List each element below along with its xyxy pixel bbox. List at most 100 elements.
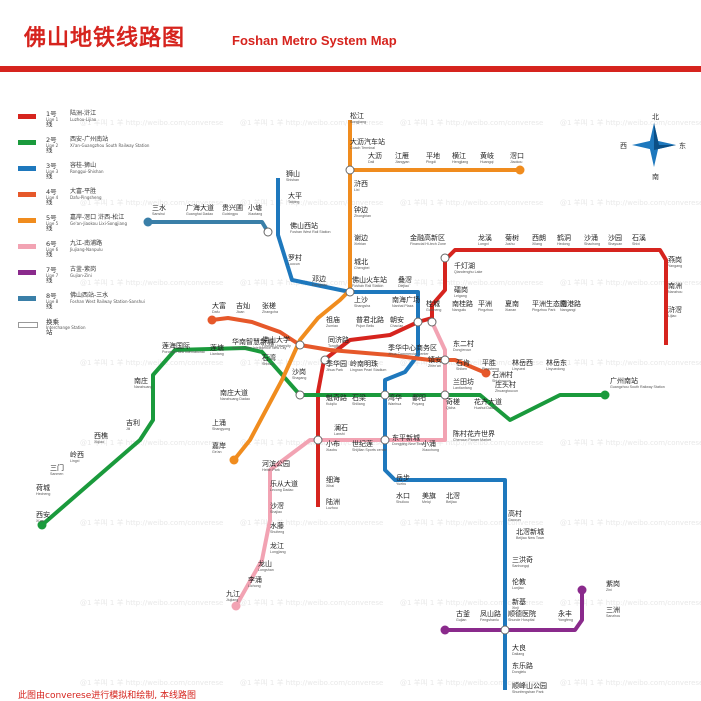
station-label[interactable]: 广海大道Guanghai Dadao	[186, 203, 214, 216]
station-label[interactable]: 石湾Shiwan	[262, 353, 276, 366]
station-label[interactable]: 吉利Jili	[126, 418, 140, 431]
station-label[interactable]: 叠滘Diejiao	[398, 275, 412, 288]
station-label[interactable]: 西安Xi'an	[36, 510, 50, 523]
station-label[interactable]: 新基Xinji	[512, 597, 526, 610]
station-label[interactable]: 庄头村Zhuangtoucun	[495, 380, 518, 393]
station-label[interactable]: 三门Sanmen	[50, 463, 64, 476]
station-label[interactable]: 西朗Xilang	[532, 233, 546, 246]
station-label[interactable]: 朝安Chao'an	[390, 315, 404, 328]
station-label[interactable]: 佛山大学Foshan University	[262, 335, 291, 348]
station-label[interactable]: 小涌Xiaochong	[422, 439, 439, 452]
station-label[interactable]: 吉灿Jican	[236, 301, 250, 314]
station-label[interactable]: 钟边Zhongbian	[354, 205, 371, 218]
station-label[interactable]: 水藤Shuiteng	[270, 521, 284, 534]
station-label[interactable]: 江雁Jiangyan	[395, 152, 409, 164]
station-label[interactable]: 同济路Tongjilu	[328, 335, 349, 348]
station-label[interactable]: 沙滘Shajiao	[270, 501, 284, 514]
station-label[interactable]: 季华园Jihua Park	[326, 359, 347, 372]
station-label[interactable]: 石洲村Shizhoucun	[492, 370, 513, 383]
station-label[interactable]: 花卉大道Huahui Dadao	[474, 397, 502, 410]
station-label[interactable]: 林岳西Linyuexi	[512, 358, 533, 371]
station-label[interactable]: 顺德医院Shunde Hospital	[508, 609, 536, 622]
station-label[interactable]: 沙涌Shachong	[584, 233, 600, 246]
station-label[interactable]: 永丰Yongfeng	[558, 609, 573, 622]
station-label[interactable]: 平洲Pingzhou	[478, 300, 493, 312]
station-label[interactable]: 千灯湖Qiandenghu Lake	[454, 261, 482, 274]
station-label[interactable]: 浒西Lixi	[354, 179, 368, 192]
station-label[interactable]: 莲塘Liantang	[210, 343, 224, 356]
station-label[interactable]: 南洲Nanzhou	[668, 281, 682, 294]
station-label[interactable]: 祖庙Zumiao	[326, 315, 340, 328]
station-label[interactable]: 美旗Meiqi	[422, 491, 436, 504]
station-label[interactable]: 小塘Xiaotang	[248, 203, 262, 216]
station-label[interactable]: 魁奇路Kuiqilu	[326, 393, 347, 406]
station-label[interactable]: 凤山路Fengshanlu	[480, 609, 501, 622]
station-label[interactable]: 莲海国际Porcelain sea International	[162, 341, 205, 354]
station-label[interactable]: 菊树Jushu	[505, 233, 519, 246]
station-label[interactable]: 林岳东Linyuedong	[546, 358, 567, 371]
station-label[interactable]: 顺峰山公园Shunfengshan Park	[512, 681, 547, 694]
station-label[interactable]: 平洲生态园Pingzhou Park	[532, 299, 567, 312]
station-label[interactable]: 三水Sanshui	[152, 203, 166, 216]
station-label[interactable]: 大沥Dali	[368, 151, 382, 164]
station-label[interactable]: 龙溪Longxi	[478, 233, 492, 246]
station-label[interactable]: 华南智慧新城South China Intelligence New City	[232, 337, 287, 350]
station-label[interactable]: 城北Chengbei	[354, 258, 370, 270]
station-label[interactable]: 荷城Hecheng	[36, 483, 50, 496]
station-label[interactable]: 佛山火车站Foshan Rail Station	[352, 275, 387, 288]
station-label[interactable]: 松江Songjiang	[350, 111, 366, 124]
station-label[interactable]: 大富Dafu	[212, 301, 226, 314]
station-label[interactable]: 张槎Zhangcha	[262, 301, 278, 314]
station-label[interactable]: 季华中心商务区Jihua Commercial Center	[388, 343, 437, 356]
station-label[interactable]: 平胜Pingsheng	[482, 358, 499, 371]
station-label[interactable]: 北滘Beijiao	[446, 491, 460, 504]
station-label[interactable]: 滘口Jiaokou	[510, 151, 524, 164]
station-label[interactable]: 水口Shuikou	[396, 491, 410, 504]
station-label[interactable]: 金融高新区Financial Hi-tech Zone	[410, 233, 446, 246]
station-label[interactable]: 东二村Dong'ercun	[453, 339, 474, 352]
station-label[interactable]: 三洲Sanzhou	[606, 606, 620, 618]
station-label[interactable]: 桂城Guicheng	[426, 299, 441, 312]
station-label[interactable]: 上涌Shangyong	[212, 418, 230, 431]
station-label[interactable]: 三洪奇Sanhongqi	[512, 555, 533, 568]
station-label[interactable]: 大良Daliang	[512, 643, 526, 656]
station-label[interactable]: 岭西Lingxi	[70, 450, 84, 463]
station-label[interactable]: 龙江Longjiang	[270, 541, 286, 554]
station-label[interactable]: 广州南站Guangzhou South Railway Station	[610, 376, 665, 389]
station-label[interactable]: 浒滘Lijiao	[668, 305, 682, 318]
station-label[interactable]: 狮山Shishan	[286, 169, 300, 182]
station-label[interactable]: 石梁Shiliang	[352, 393, 366, 406]
station-label[interactable]: 乐从大道Lecong Dadao	[270, 479, 298, 492]
station-label[interactable]: 石肯Shiken	[456, 358, 470, 371]
station-label[interactable]: 鹤洞Hedong	[557, 233, 571, 246]
station-label[interactable]: 细海Xihai	[326, 475, 340, 488]
station-label[interactable]: 谢边Xiebian	[354, 233, 368, 246]
station-label[interactable]: 横江Hengjiang	[452, 151, 468, 164]
station-label[interactable]: 礌岗Leigang	[454, 286, 468, 298]
station-label[interactable]: 澜石Lanshi	[334, 423, 348, 436]
station-label[interactable]: 沙园Shayuan	[608, 234, 622, 246]
station-label[interactable]: 南桂路Nanguilu	[452, 299, 473, 312]
station-label[interactable]: 东乐路Donglelu	[512, 661, 533, 674]
station-label[interactable]: 世纪莲Shijilian Sports center	[352, 439, 388, 452]
station-label[interactable]: 奇槎Qicha	[446, 397, 460, 410]
station-label[interactable]: 南海广场Nanhai Plaza	[392, 295, 420, 308]
station-label[interactable]: 石溪Shixi	[632, 233, 646, 246]
station-label[interactable]: 燕岗Yangang	[668, 255, 682, 268]
station-label[interactable]: 西樵Xiqiao	[94, 431, 108, 444]
station-label[interactable]: 北滘新城Beijiao New Town	[516, 527, 544, 540]
station-label[interactable]: 沙岗Shagang	[292, 368, 306, 380]
station-label[interactable]: 兰田坊Lantianfang	[453, 377, 474, 390]
station-label[interactable]: 河滨公园Hebin Park	[262, 459, 290, 472]
station-label[interactable]: 伦教Lunjiao	[512, 577, 526, 590]
station-label[interactable]: 南庄大道Nanzhuang Dadao	[220, 388, 250, 401]
station-label[interactable]: 上沙Shangsha	[354, 295, 370, 308]
station-label[interactable]: 紫岗Zini	[606, 580, 620, 592]
station-label[interactable]: 小布Xiaobu	[326, 439, 340, 452]
station-label[interactable]: 湾华Wanhua	[388, 393, 402, 406]
station-label[interactable]: 夏南Xianan	[505, 299, 519, 312]
station-label[interactable]: 高村Gaocun	[508, 509, 522, 522]
station-label[interactable]: 鄱阳Poyang	[412, 393, 426, 406]
station-label[interactable]: 嘉岸Ge'an	[212, 441, 226, 454]
